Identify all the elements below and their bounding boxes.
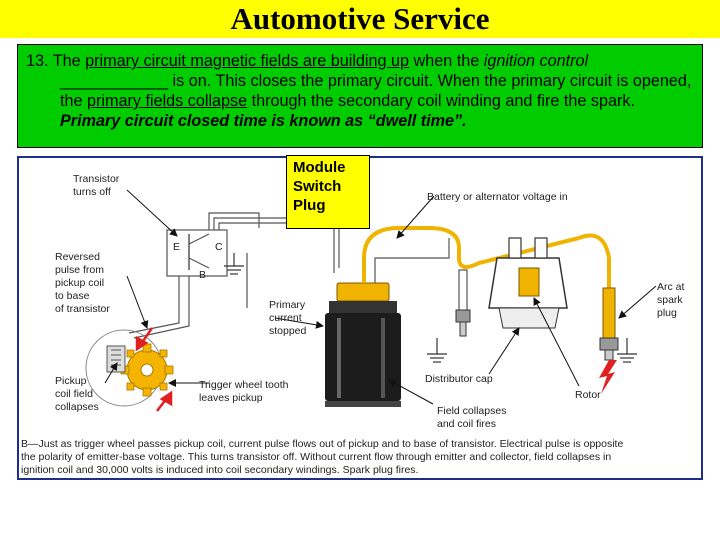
distributor-cap bbox=[488, 237, 568, 329]
text-run: The bbox=[52, 52, 86, 70]
secondary-wire bbox=[362, 226, 611, 288]
label-arc-spark-plug: spark bbox=[657, 294, 683, 306]
callout-line: Switch bbox=[293, 178, 342, 195]
ground-icon bbox=[427, 338, 447, 363]
label-primary-current: stopped bbox=[269, 325, 307, 337]
label-pickup-coil: coil field bbox=[55, 388, 93, 400]
text-run: through the secondary coil winding and f… bbox=[247, 92, 635, 110]
label-pickup-coil: Pickup bbox=[55, 375, 87, 387]
underlined-phrase-fields-collapse: primary fields collapse bbox=[87, 92, 248, 110]
figure-caption-line: ignition coil and 30,000 volts is induce… bbox=[21, 464, 418, 476]
leader-arrows bbox=[104, 189, 657, 405]
module-switch-plug-callout: Module Switch Plug bbox=[286, 155, 370, 229]
dwell-time-definition: Primary circuit closed time is known as … bbox=[60, 112, 467, 130]
underlined-phrase-fields-building: primary circuit magnetic fields are buil… bbox=[85, 52, 410, 70]
label-field-collapses: and coil fires bbox=[437, 418, 496, 430]
label-battery-voltage: Battery or alternator voltage in bbox=[427, 191, 568, 203]
item-number: 13. bbox=[26, 52, 53, 70]
callout-line: Plug bbox=[293, 197, 326, 214]
figure-caption-line: B—Just as trigger wheel passes pickup co… bbox=[21, 438, 623, 450]
title-bar: Automotive Service bbox=[0, 0, 720, 38]
collector-label: C bbox=[215, 241, 223, 253]
label-reversed-pulse: of transistor bbox=[55, 303, 110, 315]
label-transistor: Transistor bbox=[73, 173, 120, 185]
ignition-coil bbox=[325, 282, 401, 407]
transistor-ground-icon bbox=[224, 253, 244, 275]
module-wires bbox=[128, 212, 340, 339]
label-primary-current: Primary bbox=[269, 299, 306, 311]
transistor-module: E C B bbox=[166, 229, 228, 281]
label-field-collapses: Field collapses bbox=[437, 405, 506, 417]
text-run: is on. This closes the primary circuit. … bbox=[60, 72, 692, 110]
battery-wire bbox=[374, 238, 450, 283]
explanation-box: 13. The primary circuit magnetic fields … bbox=[17, 44, 703, 148]
ignition-diagram-svg: E C B bbox=[21, 173, 685, 476]
spark-plug-left bbox=[455, 269, 471, 337]
label-reversed-pulse: pulse from bbox=[55, 264, 104, 276]
red-arrow-icons bbox=[135, 327, 173, 412]
pickup-coil-assembly bbox=[85, 329, 174, 407]
spark-arc-icon bbox=[599, 360, 617, 394]
label-arc-spark-plug: plug bbox=[657, 307, 677, 319]
base-label: B bbox=[199, 269, 206, 281]
label-pickup-coil: collapses bbox=[55, 401, 99, 413]
label-distributor-cap: Distributor cap bbox=[425, 373, 493, 385]
label-reversed-pulse: to base bbox=[55, 290, 90, 302]
text-run: when the bbox=[409, 52, 484, 70]
label-rotor: Rotor bbox=[575, 389, 601, 401]
figure-caption-line: the polarity of emitter-base voltage. Th… bbox=[21, 451, 611, 463]
spark-plug-right bbox=[599, 287, 619, 361]
italic-ignition-control: ignition control bbox=[483, 52, 589, 70]
label-primary-current: current bbox=[269, 312, 302, 324]
label-arc-spark-plug: Arc at bbox=[657, 281, 685, 293]
ground-icon bbox=[617, 338, 637, 363]
fill-in-blank: ____________ bbox=[60, 72, 169, 90]
label-trigger-wheel: leaves pickup bbox=[199, 392, 263, 404]
emitter-label: E bbox=[173, 241, 180, 253]
label-reversed-pulse: Reversed bbox=[55, 251, 100, 263]
slide-title: Automotive Service bbox=[230, 1, 490, 36]
explanation-text: 13. The primary circuit magnetic fields … bbox=[26, 51, 694, 131]
label-transistor: turns off bbox=[73, 186, 111, 198]
callout-line: Module bbox=[293, 159, 346, 176]
label-trigger-wheel: Trigger wheel tooth bbox=[199, 379, 289, 391]
label-reversed-pulse: pickup coil bbox=[55, 277, 104, 289]
